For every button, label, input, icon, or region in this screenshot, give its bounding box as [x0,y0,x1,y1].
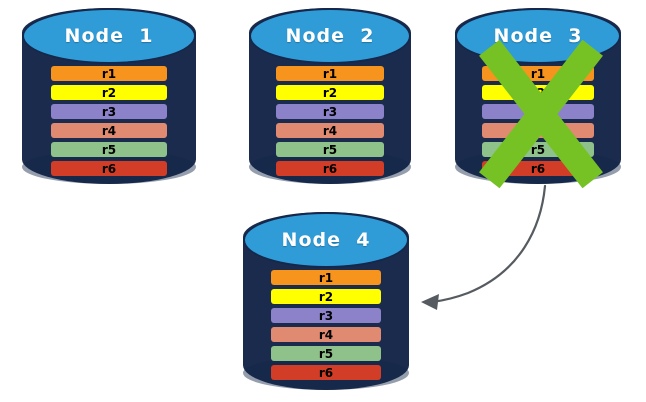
record-bar: r6 [51,161,167,176]
record-bar: r1 [276,66,384,81]
record-bar: r5 [51,142,167,157]
node-2-record-list: r1 r2 r3 r4 r5 r6 [249,66,411,176]
record-bar: r2 [51,85,167,100]
record-bar: r4 [51,123,167,138]
record-bar: r4 [271,327,381,342]
record-bar: r5 [271,346,381,361]
node-2-label: Node 2 [285,25,375,47]
node-2[interactable]: Node 2 r1 r2 r3 r4 r5 r6 [249,8,411,184]
record-bar: r3 [51,104,167,119]
node-1-cylinder-top: Node 1 [22,8,196,64]
node-4-label: Node 4 [281,229,371,251]
record-bar: r3 [271,308,381,323]
record-bar: r1 [271,270,381,285]
record-bar: r2 [271,289,381,304]
node-1-record-list: r1 r2 r3 r4 r5 r6 [22,66,196,176]
node-4[interactable]: Node 4 r1 r2 r3 r4 r5 r6 [243,212,409,390]
record-bar: r6 [271,365,381,380]
node-4-cylinder-top: Node 4 [243,212,409,268]
node-1-label: Node 1 [64,25,154,47]
record-bar: r3 [276,104,384,119]
node-2-cylinder-top: Node 2 [249,8,411,64]
node-4-record-list: r1 r2 r3 r4 r5 r6 [243,270,409,380]
record-bar: r5 [276,142,384,157]
node-1[interactable]: Node 1 r1 r2 r3 r4 r5 r6 [22,8,196,184]
record-bar: r6 [276,161,384,176]
record-bar: r4 [276,123,384,138]
record-bar: r1 [51,66,167,81]
record-bar: r2 [276,85,384,100]
